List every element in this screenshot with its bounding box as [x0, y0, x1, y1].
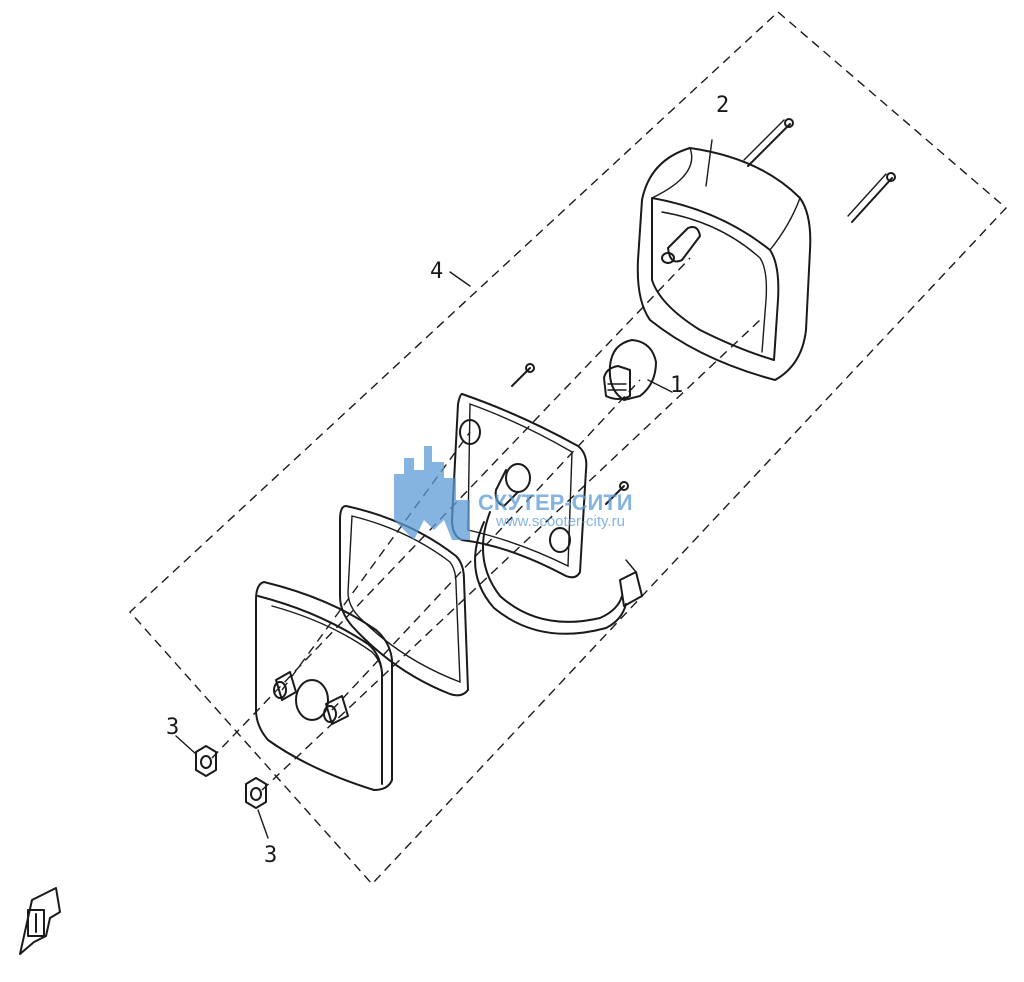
small-screws — [511, 363, 629, 505]
nut-right-part — [245, 777, 267, 809]
watermark-city-logo — [394, 446, 470, 540]
leader-lines — [175, 139, 713, 839]
callout-assembly: 4 — [430, 259, 443, 284]
housing-screws — [743, 118, 896, 223]
gasket-part — [339, 505, 469, 697]
direction-arrow-icon — [19, 887, 61, 955]
callout-nut-right: 3 — [264, 843, 277, 868]
wiring-harness — [474, 511, 643, 635]
housing-part — [636, 147, 812, 381]
callout-bulb: 1 — [670, 373, 683, 398]
bulb-part — [603, 339, 657, 401]
callout-housing: 2 — [716, 93, 729, 118]
assembly-boundary — [129, 11, 1008, 886]
lens-part — [255, 581, 393, 791]
nut-left-part — [195, 745, 217, 777]
callout-nut-left: 3 — [166, 715, 179, 740]
watermark-brand: СКУТЕР-СИТИ — [478, 490, 633, 515]
watermark-url: www.scooter-city.ru — [495, 513, 625, 530]
watermark: СКУТЕР-СИТИ www.scooter-city.ru — [394, 446, 633, 540]
